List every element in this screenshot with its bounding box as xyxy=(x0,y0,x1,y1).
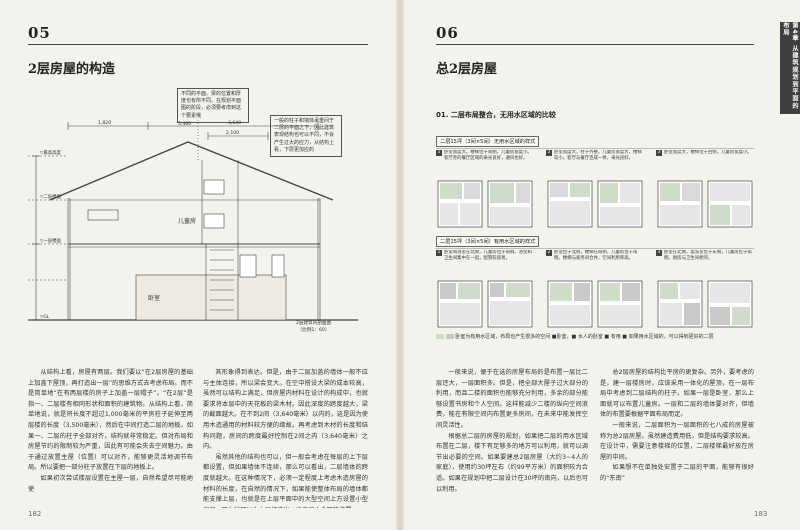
plan-description: 卧室宽度大。楼梯位于南侧，儿童房宽度小。客厅旁的餐厅区域的采光良好，通风也好。 xyxy=(444,150,532,162)
section-drawing: 儿童房 卧室 5,460 1,820 3,640 2,100 ▽最高高度 ▽二层… xyxy=(28,120,358,321)
room-label-upper: 儿童房 xyxy=(178,217,196,225)
section-number: 06 xyxy=(436,24,459,42)
floor-plan-drawing xyxy=(437,180,533,228)
floor-plan-drawing xyxy=(547,280,643,328)
group-label-a: 二层15坪（3间×5间）无用水区域的样式 xyxy=(436,136,540,147)
plan-description: 卧室在北侧，盥洗室位于东侧，儿童房位于南侧。厨房与卫生间相邻。 xyxy=(664,250,752,262)
plan-description: 卧室和浴室在北侧，儿童房位于南侧。浴室和卫生间集中在一起，配管较容易。 xyxy=(444,250,532,262)
paragraph: 如果初次尝试楼层设置在主屋一层，自然希望尽可能地使 xyxy=(28,474,193,493)
drawing-caption-scale: （比例1：60） xyxy=(297,328,330,333)
paragraph: 根据总二层的房屋的规划，如果把二层的用水区域布置在二层，楼下有足够多的地方可以利… xyxy=(436,432,588,493)
plan-number: 1 xyxy=(436,250,442,256)
dim-a: 1,820 xyxy=(98,120,111,126)
paragraph: 一般来说，二层面积为一层面积的七八成的房屋被称为总2层房屋。虽然建造费用低，但是… xyxy=(600,421,754,461)
body-column-1: 一般来说，便于在选的房屋布局的是布置一层比二层还大，一层面积多。但是，把全部大屋… xyxy=(436,368,588,508)
plan-description: 卧室宽度大，楼梯位于西侧，儿童房宽度小。 xyxy=(664,150,752,155)
plan-description: 卧室位于北侧，楼梯在南侧，儿童房位于南侧。楼梯与家务间合并，空间利用率高。 xyxy=(554,250,638,262)
paragraph: 虽然其他的结构也可以，但一般会考虑在每层的上下层都设置，但如果墙体不连续，那么可… xyxy=(203,453,368,508)
plan-number: 2 xyxy=(546,150,552,156)
dim-b: 3,640 xyxy=(228,120,241,126)
plan-legend: 卧室为有用水区域，布局也产生很多的空间 ■卧室，■ 水人的卧室 ■ 有用 ■ 如… xyxy=(436,333,714,340)
plan-number: 1 xyxy=(436,150,442,156)
chapter-side-tab: 第4章 从建筑规划到平面的布局 xyxy=(780,22,800,114)
plan-description: 卧室宽度大，柱子齐整。儿童房宽度大，楼梯较小。客厅与餐厅连成一体，采光良好。 xyxy=(554,150,642,162)
level-2: ▽二层楼面 xyxy=(40,193,62,200)
plan-number: 3 xyxy=(656,150,662,156)
drawing-caption: 2层建筑的剖面图 （比例1：60） xyxy=(296,320,331,334)
section-rule xyxy=(436,44,754,45)
level-3: ▽一层楼面 xyxy=(40,237,62,244)
callout-note-2: 一般的柱子和墙体承重间于二层的平面之下，因此建筑表现结构也可以不同，不会产生过大… xyxy=(270,115,342,158)
plan-number: 3 xyxy=(656,250,662,256)
legend-swatch xyxy=(445,334,454,339)
callout-note-1: 不同的平面、梁的位置和厚度也有所不同。在规划平面图的阶段，必须要考虑到这个要素哦 xyxy=(177,88,249,123)
row-rule xyxy=(436,248,754,249)
section-number: 05 xyxy=(28,24,51,42)
plan-number: 2 xyxy=(546,250,552,256)
page-number-right: 183 xyxy=(754,510,768,518)
paragraph: 一般来说，便于在选的房屋布局的是布置一层比二层还大，一层面积多。但是，把全部大屋… xyxy=(436,369,588,429)
dim-total: 5,460 xyxy=(178,121,191,127)
paragraph: 如果想不在单独处安置于二层的平面，能够有很好的“东南” xyxy=(600,464,754,482)
body-column-1: 从结构上看，房屋有两层。我们要以“在2层房屋的基础上加盖下屋顶，再打造出一层”的… xyxy=(28,368,193,508)
floor-plan-drawing xyxy=(657,280,753,328)
paragraph: 从结构上看，房屋有两层。我们要以“在2层房屋的基础上加盖下屋顶，再打造出一层”的… xyxy=(28,369,193,472)
level-4: ▽GL xyxy=(40,314,50,320)
body-column-2: 总2层房屋的结构比平房的更复杂。另外，要考虑的是，建一层楼房时，应该采用一体化的… xyxy=(600,368,754,508)
left-page: 05 2层房屋的构造 不同的平面、梁的位置和厚度也有所不同。在规划平面图的阶段，… xyxy=(0,0,398,530)
room-label-lower: 卧室 xyxy=(148,294,160,302)
section-title: 2层房屋的构造 xyxy=(28,62,116,77)
floor-plan-drawing xyxy=(437,280,533,328)
row-rule xyxy=(436,148,754,149)
floor-plan-drawing xyxy=(657,180,753,228)
legend-swatch xyxy=(436,334,444,339)
section-title: 总2层房屋 xyxy=(436,62,498,77)
drawing-caption-title: 2层建筑的剖面图 xyxy=(296,321,332,326)
legend-text: 卧室为有用水区域，布局也产生很多的空间 ■卧室，■ 水人的卧室 ■ 有用 ■ 如… xyxy=(455,334,714,340)
sub-heading: 01. 二层布局整合，无用水区域的比较 xyxy=(436,111,556,119)
body-column-2: 其形象得到表达。但是，由于二层加盖的墙体一般不应与主体连接，所以梁会变大。在空中… xyxy=(203,368,368,508)
section-rule xyxy=(28,44,368,45)
paragraph: 总2层房屋的结构比平房的更复杂。另外，要考虑的是，建一层楼房时，应该采用一体化的… xyxy=(600,369,754,419)
page-number-left: 182 xyxy=(28,510,42,518)
floor-plan-drawing xyxy=(547,180,643,228)
right-page: 06 总2层房屋 第4章 从建筑规划到平面的布局 01. 二层布局整合，无用水区… xyxy=(402,0,800,530)
group-label-b: 二层15坪（3间×5间）有用水区域的样式 xyxy=(436,236,540,247)
dim-top: 2,100 xyxy=(226,130,239,136)
paragraph: 其形象得到表达。但是，由于二层加盖的墙体一般不应与主体连接，所以梁会变大。在空中… xyxy=(203,369,368,451)
level-1: ▽最高高度 xyxy=(40,149,62,156)
book-gutter xyxy=(396,0,404,530)
